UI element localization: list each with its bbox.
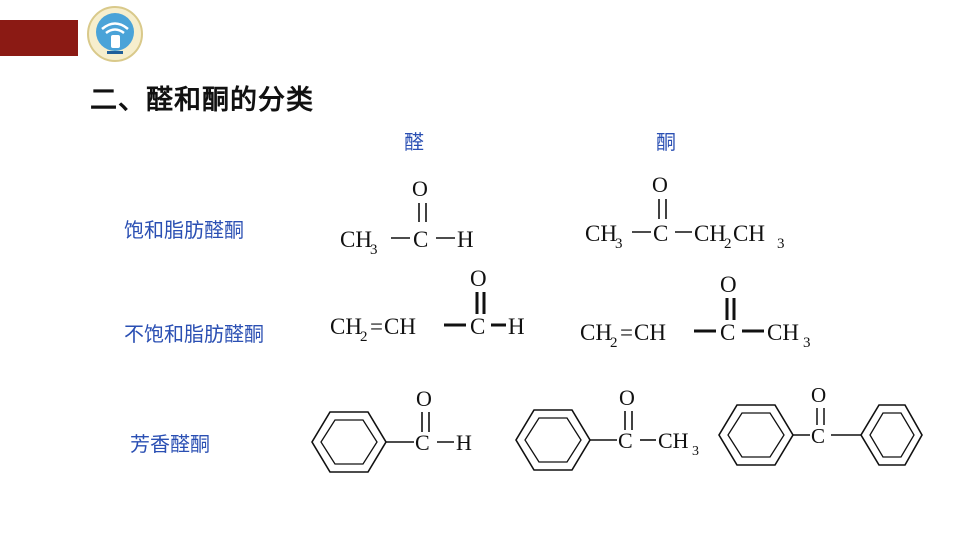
svg-text:O: O xyxy=(416,386,432,411)
svg-text:O: O xyxy=(619,385,635,410)
svg-text:C: C xyxy=(618,428,633,453)
svg-text:H: H xyxy=(508,314,525,339)
logo-icon xyxy=(87,6,143,62)
svg-text:O: O xyxy=(470,266,487,291)
formula-benzophenone: O C xyxy=(718,383,923,466)
column-header-ketone: 酮 xyxy=(656,130,676,154)
svg-text:C: C xyxy=(470,314,485,339)
svg-text:C: C xyxy=(811,424,825,448)
svg-text:C: C xyxy=(720,320,735,345)
svg-text:2: 2 xyxy=(360,329,368,345)
svg-text:CH: CH xyxy=(330,314,362,339)
svg-text:CH: CH xyxy=(733,221,765,246)
svg-text:CH: CH xyxy=(634,320,666,345)
svg-text:O: O xyxy=(720,272,737,297)
svg-text:3: 3 xyxy=(615,236,623,252)
svg-text:3: 3 xyxy=(777,236,785,252)
svg-text:=: = xyxy=(370,314,383,339)
formula-benzaldehyde: O C H xyxy=(311,386,472,473)
svg-text:CH: CH xyxy=(585,221,617,246)
formula-acrolein: O CH 2 = CH C H xyxy=(330,266,525,345)
svg-text:C: C xyxy=(653,221,668,246)
svg-text:O: O xyxy=(412,176,428,201)
svg-text:2: 2 xyxy=(724,236,732,252)
svg-text:H: H xyxy=(456,430,472,455)
formula-acetophenone: O C CH 3 xyxy=(515,385,699,471)
svg-text:3: 3 xyxy=(370,242,378,258)
svg-text:C: C xyxy=(415,430,430,455)
row-label-unsaturated: 不饱和脂肪醛酮 xyxy=(124,322,264,346)
svg-text:C: C xyxy=(413,227,428,252)
svg-text:3: 3 xyxy=(803,335,811,351)
svg-text:3: 3 xyxy=(692,444,699,459)
formula-methyl-vinyl-ketone: O CH 2 = CH C CH 3 xyxy=(580,272,811,351)
column-header-aldehyde: 醛 xyxy=(404,130,424,154)
formula-acetaldehyde: O CH 3 C H xyxy=(340,176,474,258)
svg-text:CH: CH xyxy=(580,320,612,345)
svg-text:2: 2 xyxy=(610,335,618,351)
svg-text:CH: CH xyxy=(694,221,726,246)
svg-text:=: = xyxy=(620,320,633,345)
svg-text:O: O xyxy=(652,172,668,197)
row-label-aromatic: 芳香醛酮 xyxy=(130,432,210,456)
row-label-saturated: 饱和脂肪醛酮 xyxy=(124,218,244,242)
svg-text:H: H xyxy=(457,227,474,252)
svg-text:CH: CH xyxy=(384,314,416,339)
formula-butanone: O CH 3 C CH 2 CH 3 xyxy=(585,172,785,252)
svg-text:CH: CH xyxy=(340,227,372,252)
svg-text:O: O xyxy=(811,383,826,407)
header-accent-bar xyxy=(0,20,78,56)
svg-text:CH: CH xyxy=(767,320,799,345)
page-title: 二、醛和酮的分类 xyxy=(90,85,314,116)
svg-text:CH: CH xyxy=(658,428,689,453)
